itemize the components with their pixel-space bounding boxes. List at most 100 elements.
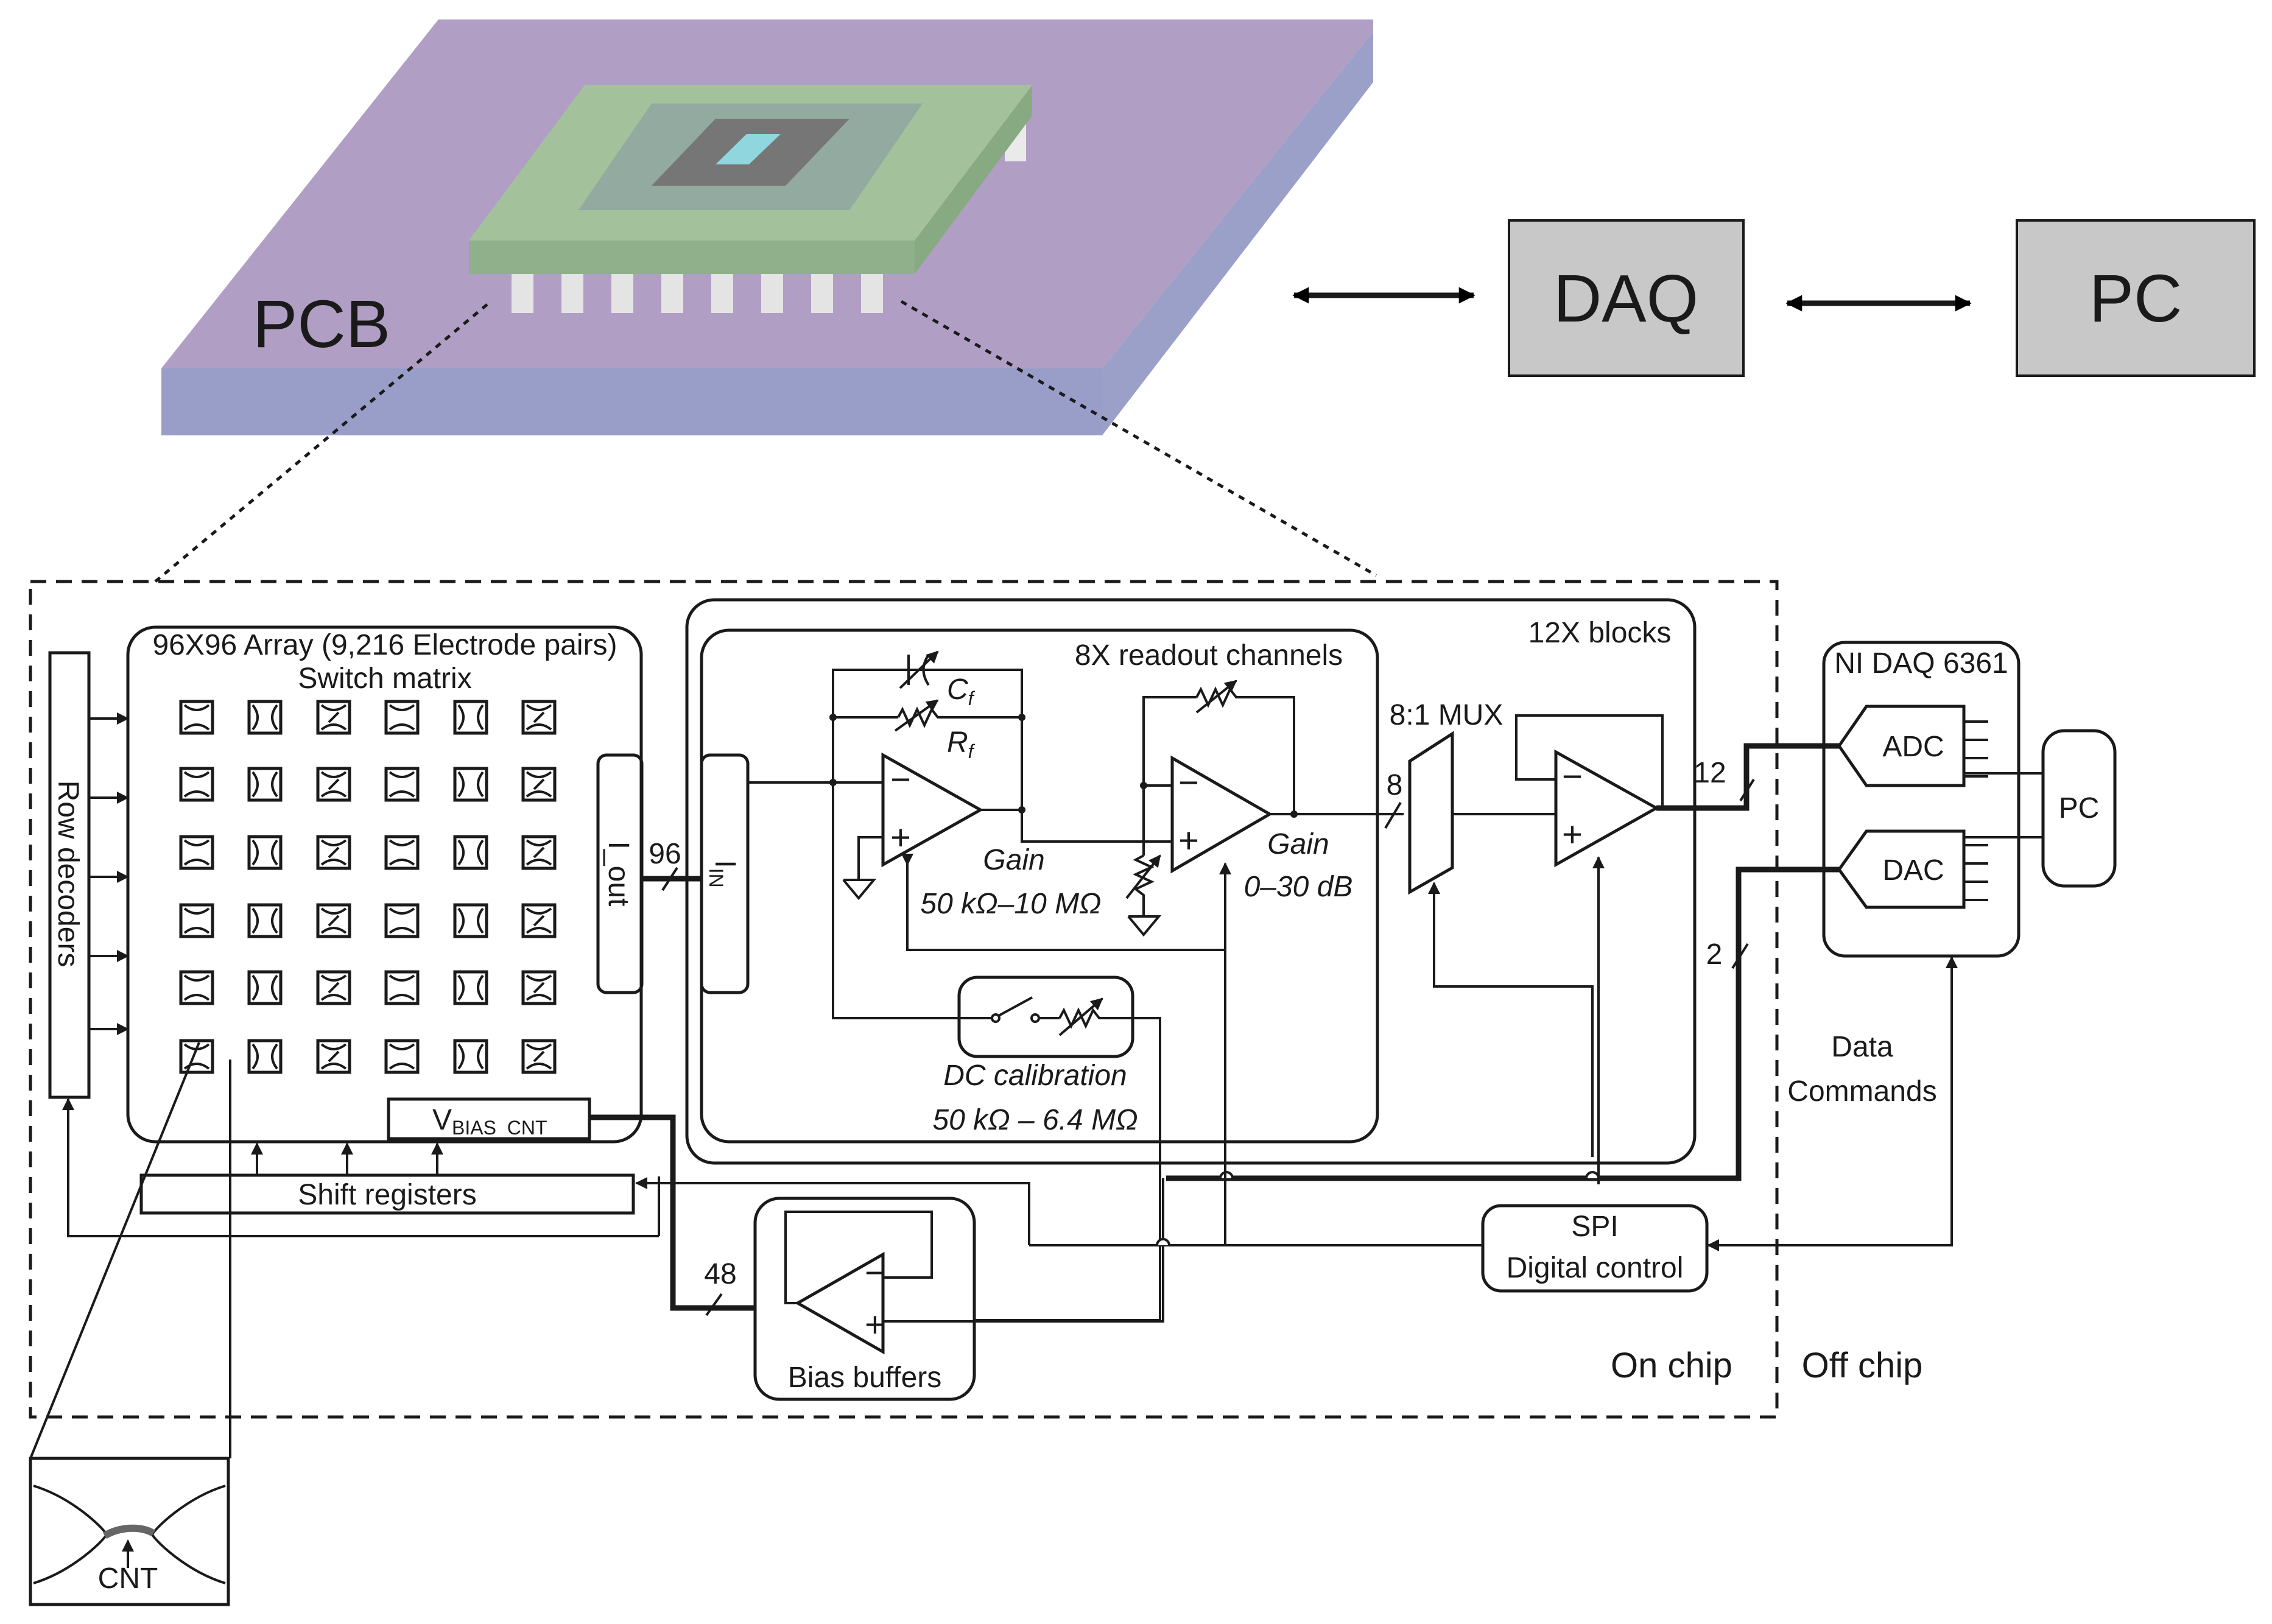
dc-calibration-switch bbox=[959, 996, 1133, 1036]
electrode-pair bbox=[247, 835, 283, 870]
electrode-pair bbox=[384, 700, 420, 735]
electrode-pair bbox=[316, 903, 351, 938]
tia-amplifier: − + bbox=[881, 752, 984, 868]
shift-register-arrows bbox=[62, 1098, 1030, 1245]
electrode-pair bbox=[179, 700, 214, 735]
cnt-electrode-right bbox=[150, 1485, 226, 1584]
electrode-pair bbox=[179, 970, 214, 1005]
cnt-zoom-line-left bbox=[29, 1042, 200, 1459]
electrode-pair bbox=[247, 767, 283, 802]
electrode-pair bbox=[453, 903, 488, 938]
data-label: Data bbox=[1831, 1031, 1893, 1063]
blocks-12x-box bbox=[685, 598, 1697, 1165]
gain2-label: Gain bbox=[1267, 828, 1329, 860]
array-subtitle: Switch matrix bbox=[298, 663, 471, 695]
row-decoders-label: Row decoders bbox=[52, 781, 84, 968]
array-title: 96X96 Array (9,216 Electrode pairs) bbox=[152, 629, 617, 661]
electrode-pair bbox=[453, 1039, 488, 1074]
cnt-box bbox=[29, 1457, 230, 1606]
svg-text:DAC: DAC bbox=[1882, 854, 1944, 887]
spi-label: SPI bbox=[1571, 1211, 1618, 1243]
electrode-pair bbox=[384, 1039, 420, 1074]
mux-select bbox=[1428, 882, 1594, 1157]
vbias-cnt-label: VBIAS_CNT bbox=[432, 1104, 547, 1139]
i-out-box bbox=[596, 753, 644, 994]
electrode-pair bbox=[453, 970, 488, 1005]
electrode-pair bbox=[384, 767, 420, 802]
electrode-pair bbox=[453, 835, 488, 870]
electrode-pair bbox=[521, 1039, 557, 1074]
svg-text:ADC: ADC bbox=[1882, 731, 1944, 763]
tia-wiring bbox=[748, 669, 1142, 901]
svg-text:−: − bbox=[865, 1253, 885, 1293]
electrode-pair bbox=[316, 1039, 351, 1074]
shift-registers-box bbox=[139, 1173, 635, 1215]
electrode-pair bbox=[247, 970, 283, 1005]
electrode-pair bbox=[384, 835, 420, 870]
electrode-pair bbox=[179, 835, 214, 870]
pc-block-bottom bbox=[2041, 729, 2117, 888]
shift-registers-label: Shift registers bbox=[298, 1179, 476, 1211]
gain-amp-wiring bbox=[1125, 680, 1404, 937]
commands-label: Commands bbox=[1787, 1075, 1936, 1108]
bus-48 bbox=[589, 1114, 755, 1311]
electrode-pair bbox=[384, 903, 420, 938]
electrode-pair bbox=[521, 700, 557, 735]
cnt-tube bbox=[102, 1524, 156, 1539]
svg-text:−: − bbox=[890, 760, 911, 800]
wire-hops bbox=[1156, 1171, 1600, 1246]
bias-buffers-label: Bias buffers bbox=[788, 1362, 942, 1394]
bias-buffer-amp: − + bbox=[784, 1178, 1164, 1355]
row-decoder-arrows bbox=[89, 712, 129, 1035]
electrode-pair bbox=[316, 700, 351, 735]
svg-text:−: − bbox=[1178, 763, 1199, 803]
bus-8-tick bbox=[1384, 801, 1402, 829]
electrode-pair bbox=[521, 903, 557, 938]
svg-text:+: + bbox=[865, 1305, 885, 1345]
bus-12-label: 12 bbox=[1693, 757, 1726, 789]
chip-package bbox=[469, 85, 1032, 274]
electrode-pair bbox=[179, 903, 214, 938]
dc-calibration-label: DC calibration bbox=[943, 1060, 1127, 1092]
svg-text:−: − bbox=[1562, 757, 1583, 796]
electrode-pair bbox=[179, 767, 214, 802]
electrode-pair bbox=[247, 700, 283, 735]
bus-8-label: 8 bbox=[1387, 769, 1403, 801]
bus-2-label: 2 bbox=[1706, 938, 1723, 971]
gain2-range: 0–30 dB bbox=[1244, 871, 1353, 903]
data-commands-link bbox=[1707, 956, 1958, 1251]
cf-label: Cf bbox=[947, 673, 976, 709]
daq-block bbox=[1508, 219, 1745, 377]
bus-96-label: 96 bbox=[649, 838, 681, 870]
readout-channels-label: 8X readout channels bbox=[1075, 639, 1343, 672]
spi-digital-label: Digital control bbox=[1507, 1252, 1684, 1284]
electrode-pair bbox=[247, 903, 283, 938]
on-chip-label: On chip bbox=[1611, 1346, 1732, 1385]
mux-8-1 bbox=[1408, 731, 1454, 895]
ni-daq-title: NI DAQ 6361 bbox=[1834, 647, 2008, 680]
electrode-pair bbox=[384, 970, 420, 1005]
gain-amplifier: − + bbox=[1170, 755, 1273, 874]
electrode-pair bbox=[521, 835, 557, 870]
cnt-electrode-left bbox=[33, 1485, 108, 1584]
svg-text:+: + bbox=[1562, 815, 1583, 854]
adc-block: ADC bbox=[1837, 705, 1988, 787]
i-in-label: IIN bbox=[705, 860, 741, 887]
bus-48-label: 48 bbox=[704, 1258, 736, 1290]
daq-label: DAQ bbox=[1553, 261, 1698, 336]
output-buffer: − + bbox=[1452, 714, 1664, 1184]
electrode-pair bbox=[316, 767, 351, 802]
electrode-pair bbox=[521, 970, 557, 1005]
row-decoders-box bbox=[48, 651, 91, 1099]
dac-block: DAC bbox=[1837, 829, 1988, 909]
feedback-resistor bbox=[894, 699, 941, 732]
pc-block-top bbox=[2016, 219, 2256, 377]
feedback-capacitor bbox=[899, 650, 939, 689]
svg-text:+: + bbox=[1178, 821, 1199, 860]
bus-12 bbox=[1656, 743, 1839, 811]
off-chip-label: Off chip bbox=[1802, 1346, 1923, 1385]
i-in-box bbox=[700, 753, 750, 994]
rf-label: Rf bbox=[947, 726, 976, 762]
bias-buffers-box bbox=[753, 1197, 976, 1401]
